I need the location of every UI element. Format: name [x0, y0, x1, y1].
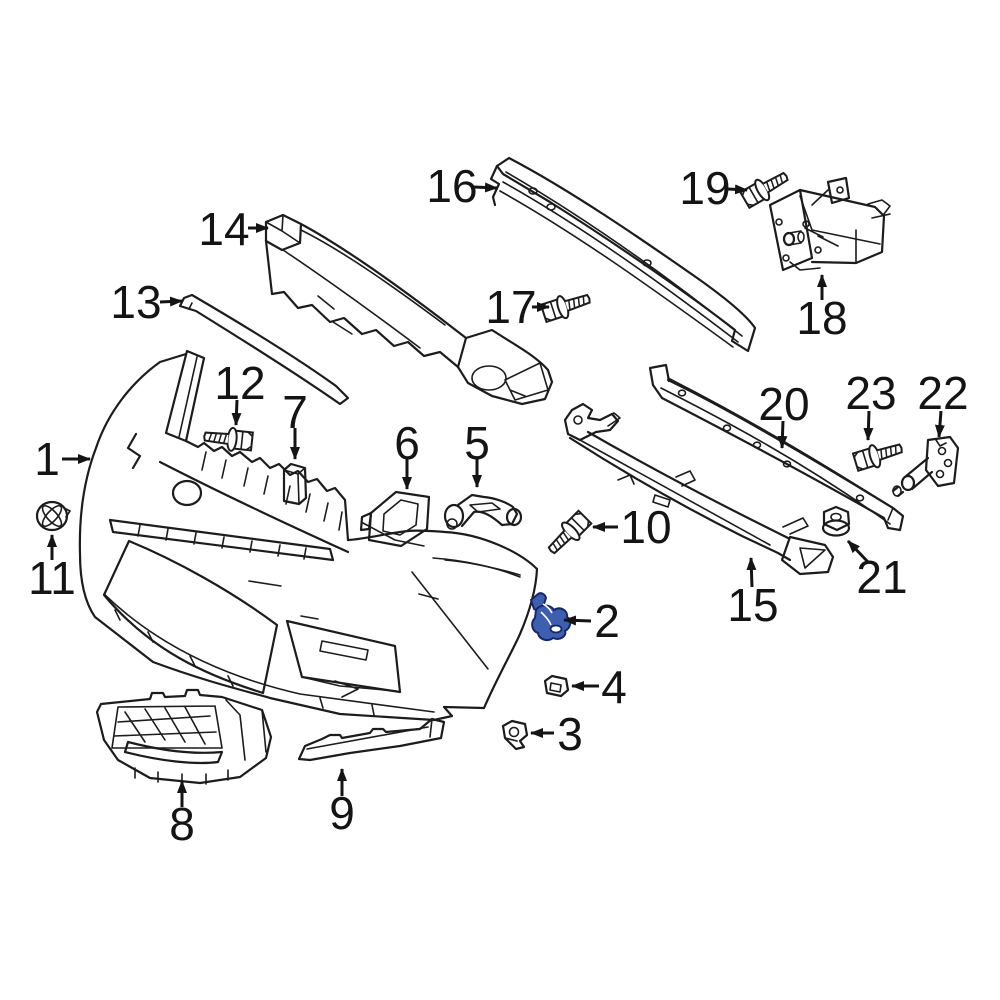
callout-clip-highlighted[interactable]: 2: [563, 595, 620, 647]
part-lower-reinforcement-bar: [648, 363, 905, 532]
part-number-label[interactable]: 23: [845, 367, 896, 419]
callout-fog-lamp-bezel[interactable]: 8: [169, 780, 195, 850]
part-fog-lamp-bezel: [95, 688, 273, 785]
callout-arrow: [846, 539, 870, 564]
callout-arrow: [746, 557, 757, 588]
callout-clip[interactable]: 3: [530, 708, 583, 760]
callout-arrow: [231, 399, 242, 426]
part-retainer-clip: [543, 674, 570, 698]
part-number-label[interactable]: 14: [198, 203, 249, 255]
part-number-label[interactable]: 16: [426, 160, 477, 212]
callout-arrow: [727, 184, 748, 195]
part-lower-trim-strip: [297, 717, 446, 762]
part-side-bracket: [443, 493, 523, 529]
callout-lower-trim-strip[interactable]: 9: [329, 768, 355, 839]
callout-bumper-cover[interactable]: 1: [34, 433, 91, 485]
part-bolt-19: [738, 165, 794, 211]
callout-side-bracket[interactable]: 5: [464, 417, 490, 488]
callout-bolt[interactable]: 23: [845, 367, 897, 441]
part-clip-highlighted[interactable]: [529, 592, 572, 642]
part-number-label[interactable]: 2: [594, 595, 620, 647]
part-bolt-23: [851, 436, 906, 475]
part-center-bracket: [359, 490, 431, 548]
callout-arrow: [159, 296, 183, 307]
part-tow-bracket: [891, 435, 960, 498]
part-clip-3: [501, 719, 529, 751]
part-number-label[interactable]: 11: [28, 552, 76, 604]
callout-arrow: [563, 615, 592, 626]
callout-arrow: [473, 182, 498, 193]
callout-lower-energy-absorber[interactable]: 15: [727, 557, 779, 631]
part-emblem: [35, 500, 71, 532]
part-number-label[interactable]: 8: [169, 798, 195, 850]
part-number-label[interactable]: 17: [485, 281, 536, 333]
part-number-label[interactable]: 4: [601, 661, 627, 713]
callout-screw[interactable]: 10: [592, 501, 672, 553]
callout-upper-reinforcement-bar[interactable]: 16: [426, 160, 498, 212]
part-number-label[interactable]: 21: [856, 551, 907, 603]
callout-center-bracket[interactable]: 6: [394, 417, 420, 490]
part-number-label[interactable]: 6: [394, 417, 420, 469]
part-upper-reinforcement-bar: [489, 156, 757, 353]
part-number-label[interactable]: 5: [464, 417, 490, 469]
part-flange-nut: [821, 505, 851, 537]
callout-bolt[interactable]: 19: [679, 162, 748, 214]
part-number-label[interactable]: 3: [557, 708, 583, 760]
callout-tow-bracket[interactable]: 22: [917, 367, 969, 438]
part-number-label[interactable]: 13: [110, 276, 161, 328]
part-number-label[interactable]: 18: [796, 292, 847, 344]
callout-mounting-bracket[interactable]: 18: [796, 274, 848, 344]
part-cushion-pad: [282, 462, 308, 506]
part-number-label[interactable]: 15: [727, 579, 778, 631]
callout-arrow: [934, 410, 945, 438]
part-number-label[interactable]: 20: [758, 378, 809, 430]
part-number-label[interactable]: 9: [329, 787, 355, 839]
callout-bolt[interactable]: 17: [485, 281, 550, 333]
callout-retainer-clip[interactable]: 4: [571, 661, 627, 713]
callout-arrow: [863, 410, 874, 441]
part-number-label[interactable]: 22: [917, 367, 968, 419]
part-number-label[interactable]: 1: [34, 433, 60, 485]
part-number-label[interactable]: 10: [620, 501, 671, 553]
callout-lower-reinforcement-bar[interactable]: 20: [758, 378, 810, 449]
part-lower-energy-absorber: [563, 402, 835, 576]
part-upper-seal-strip: [178, 293, 350, 406]
callout-flange-nut[interactable]: 21: [846, 539, 908, 603]
part-number-label[interactable]: 19: [679, 162, 730, 214]
callout-cushion-pad[interactable]: 7: [282, 386, 308, 460]
callout-emblem[interactable]: 11: [28, 534, 76, 604]
callout-screw[interactable]: 12: [214, 357, 266, 426]
part-number-label[interactable]: 12: [214, 357, 265, 409]
callout-arrow: [777, 420, 788, 449]
part-upper-energy-absorber: [264, 213, 554, 406]
part-bumper-cover: [78, 349, 539, 722]
callout-upper-seal-strip[interactable]: 13: [110, 276, 183, 328]
part-number-label[interactable]: 7: [282, 386, 308, 438]
part-mounting-bracket: [768, 176, 891, 272]
part-screw-10: [541, 507, 595, 561]
callout-upper-energy-absorber[interactable]: 14: [198, 203, 269, 255]
